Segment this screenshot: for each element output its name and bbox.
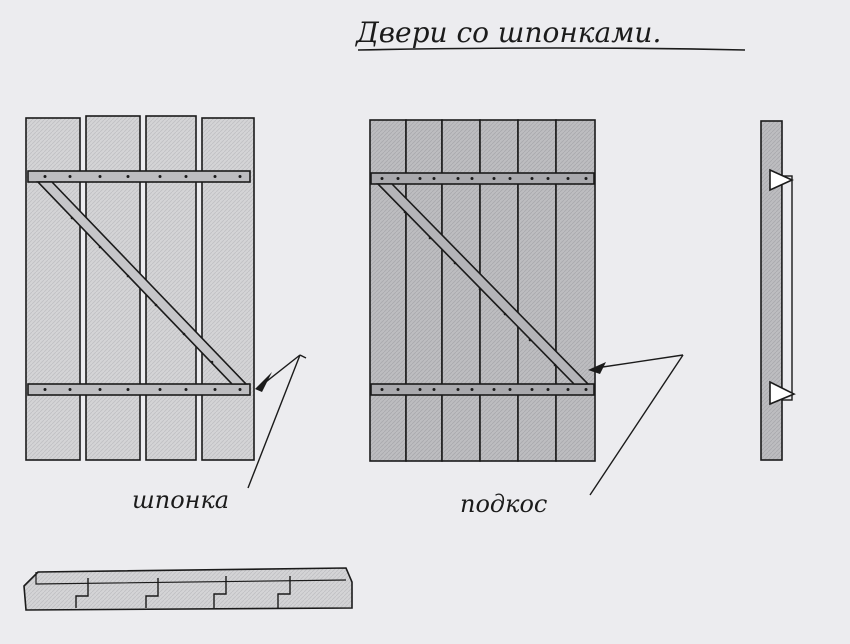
section-joint xyxy=(145,578,159,608)
label-key: шпонка xyxy=(132,486,229,514)
left-door-plank xyxy=(85,115,141,461)
middle-door-plank xyxy=(369,119,407,462)
side-view-top-key xyxy=(769,168,794,192)
key-leader-tick xyxy=(299,354,307,359)
middle-door xyxy=(369,119,606,462)
section-joint xyxy=(277,576,291,608)
section-top-line xyxy=(35,572,347,585)
title-underline xyxy=(357,47,746,51)
middle-door-bottom-batten xyxy=(370,383,595,396)
left-door-plank xyxy=(25,117,81,461)
key-leader-line xyxy=(247,354,301,489)
side-view-batten xyxy=(781,175,793,401)
left-door-bottom-batten xyxy=(27,383,251,396)
title: Двери со шпонками. xyxy=(354,16,661,49)
left-door xyxy=(25,115,272,461)
label-brace: подкос xyxy=(460,490,547,518)
middle-door-nails xyxy=(380,177,588,391)
middle-door-plank xyxy=(441,119,481,462)
brace-leader-line xyxy=(595,354,684,369)
middle-door-plank xyxy=(517,119,557,462)
middle-door-brace xyxy=(376,183,590,385)
side-view xyxy=(760,120,796,461)
left-door-nails xyxy=(43,175,242,391)
section-view xyxy=(23,567,353,611)
side-view-bottom-key xyxy=(769,380,796,406)
left-door-top-batten xyxy=(27,170,251,183)
section-board xyxy=(23,567,353,611)
key-leader-line xyxy=(261,354,301,386)
middle-door-top-batten xyxy=(370,172,595,185)
section-joint xyxy=(213,576,227,608)
middle-door-plank xyxy=(405,119,443,462)
left-door-key-wedge xyxy=(255,372,272,392)
left-door-plank xyxy=(201,117,255,461)
left-door-brace xyxy=(36,181,248,385)
brace-leader-line xyxy=(589,354,684,496)
section-joint xyxy=(75,578,89,608)
middle-door-plank xyxy=(555,119,596,462)
